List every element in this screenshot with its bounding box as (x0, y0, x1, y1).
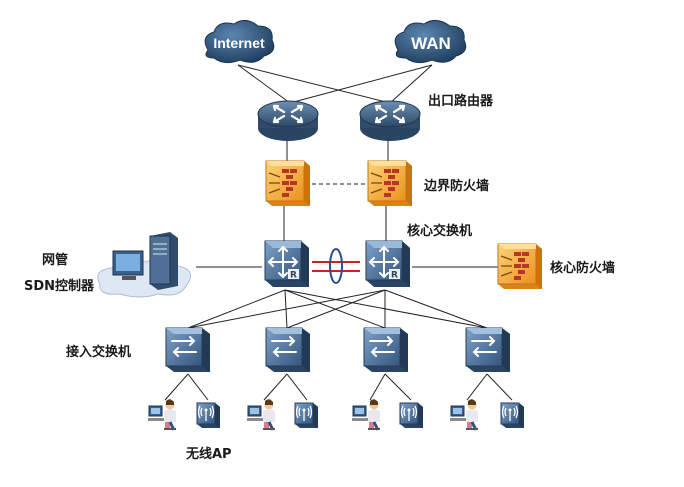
core-switch-icon (365, 240, 411, 288)
link-wan-router1 (289, 64, 433, 104)
core-switch-icon (264, 240, 310, 288)
access-switch-icon (265, 327, 311, 373)
core-switch-label: 核心交换机 (407, 224, 473, 239)
wan-label: WAN (411, 34, 451, 53)
wireless-ap-label: 无线AP (186, 447, 232, 462)
nms-server-icon (97, 232, 191, 298)
link-core2-acc4 (384, 289, 488, 329)
nms-label: 网管 (42, 253, 69, 268)
access-switch-icon (165, 327, 211, 373)
link-acc3-ap (384, 373, 412, 401)
core-stack-link (312, 248, 360, 284)
link-internet-router1 (237, 64, 291, 104)
sdn-controller-label: SDN控制器 (24, 279, 95, 294)
firewall-icon (367, 160, 413, 207)
egress-router-label: 出口路由器 (428, 94, 494, 109)
user-pc-icon (448, 397, 480, 432)
link-acc1-ap (187, 373, 209, 401)
user-pc-icon (350, 397, 382, 432)
user-pc-icon (146, 397, 178, 432)
link-core2-acc1 (187, 289, 386, 329)
link-core2-acc2 (286, 289, 386, 329)
access-switch-icon (363, 327, 409, 373)
link-wan-router2 (389, 64, 433, 104)
internet-label: Internet (213, 35, 265, 51)
core-firewall-label: 核心防火墙 (550, 261, 616, 276)
link-acc2-ap (286, 373, 308, 401)
link-acc2-user (263, 373, 288, 401)
firewall-icon (497, 243, 543, 290)
link-core1-acc1 (187, 289, 286, 329)
link-core1-acc4 (284, 289, 488, 329)
wireless-ap-icon (294, 402, 319, 429)
link-acc4-user (466, 373, 488, 401)
link-acc4-ap (486, 373, 513, 401)
link-internet-router2 (237, 64, 391, 104)
wan-cloud: WAN (394, 20, 467, 64)
router-icon (256, 99, 320, 143)
wireless-ap-icon (399, 402, 424, 429)
access-switch-label: 接入交换机 (66, 345, 132, 360)
wireless-ap-icon (500, 402, 525, 429)
link-acc1-user (164, 373, 189, 401)
border-firewall-label: 边界防火墙 (424, 179, 490, 194)
firewall-icon (265, 160, 311, 207)
link-acc3-user (369, 373, 386, 401)
wireless-ap-icon (196, 402, 221, 429)
router-icon (358, 99, 422, 143)
links (164, 64, 513, 401)
user-pc-icon (245, 397, 277, 432)
access-switch-icon (465, 327, 511, 373)
internet-cloud: Internet (204, 20, 275, 64)
